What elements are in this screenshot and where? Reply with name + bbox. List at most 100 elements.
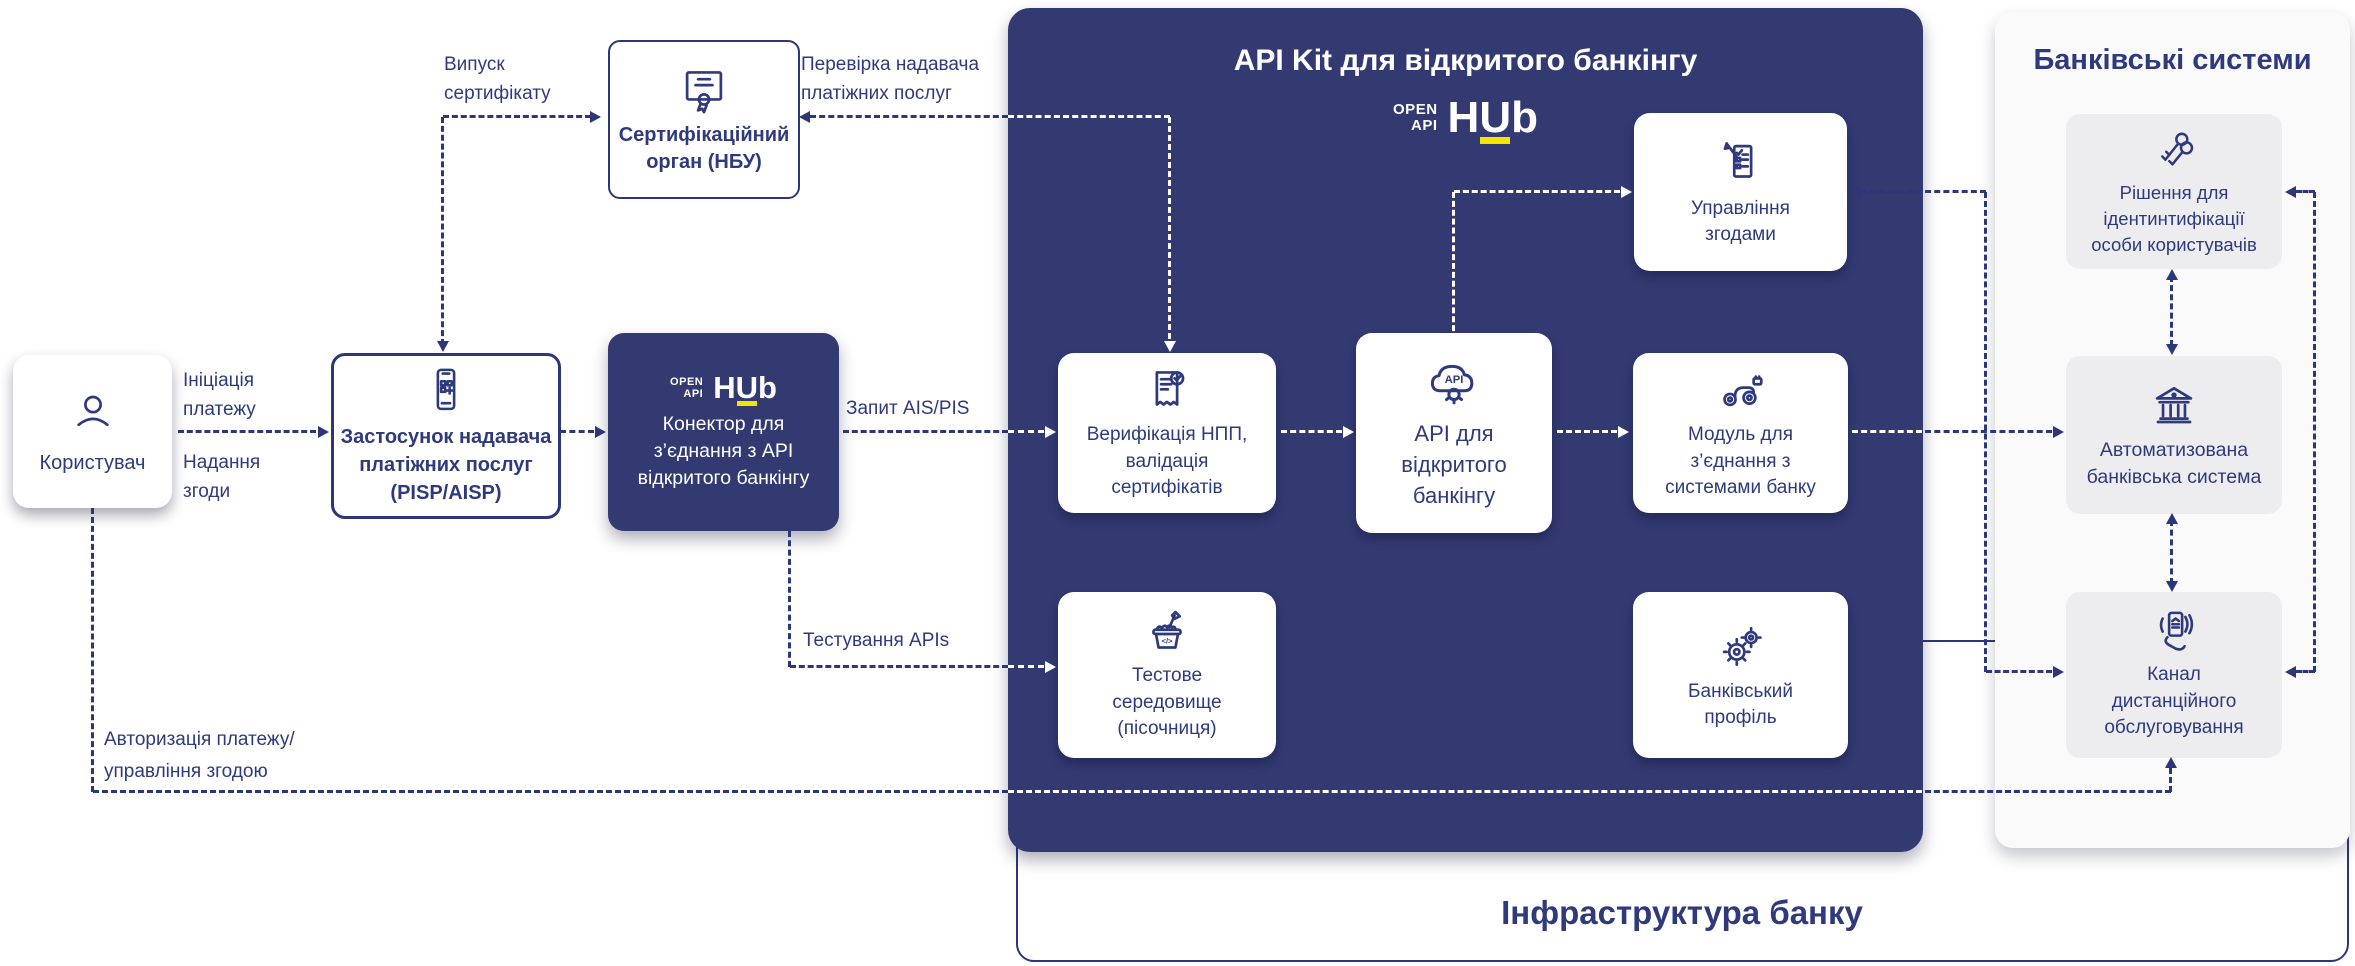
connector-provider-check-down xyxy=(1168,117,1171,339)
receipt-check-icon xyxy=(1155,371,1185,407)
connector-module-abs xyxy=(1925,430,2052,433)
arrowhead xyxy=(1343,426,1354,438)
sandbox-line: середовище xyxy=(1112,691,1222,713)
connector-verif-api xyxy=(1281,430,1342,433)
arrowhead xyxy=(2053,666,2064,678)
connector-testing-h xyxy=(790,665,1008,668)
module-line: Модуль для xyxy=(1687,424,1794,446)
hub-mark: HUb xyxy=(1447,93,1538,144)
connector-identity-channel-h2 xyxy=(2296,670,2315,673)
arrowhead xyxy=(1621,186,1632,198)
connector-app-hub xyxy=(560,430,594,433)
api-cloud-icon: API xyxy=(1430,364,1474,404)
connector-abs-channel xyxy=(2170,520,2173,584)
connector-user-app xyxy=(178,430,316,433)
connector-consent-channel-v xyxy=(1984,192,1987,672)
api-node-line: відкритого xyxy=(1401,451,1507,477)
abs-node: Автоматизована банківська система xyxy=(2066,356,2282,514)
cable-gears-icon xyxy=(1722,375,1763,407)
certificate-icon xyxy=(685,70,723,113)
ais-pis-request-label: Запит AIS/PIS xyxy=(846,398,970,419)
gears-icon xyxy=(1722,626,1762,666)
connector-cert-issue-h xyxy=(443,115,591,118)
arrowhead xyxy=(595,426,606,438)
connector-consent-channel-h1 xyxy=(1861,190,1986,193)
verification-node: Верифікація НПП, валідація сертифікатів xyxy=(1058,353,1276,513)
connector-line: Конектор для xyxy=(662,413,785,435)
arrowhead xyxy=(1618,426,1629,438)
user-node: Користувач xyxy=(13,355,172,508)
channel-line: дистанційного xyxy=(2111,690,2237,712)
connector-identity-abs xyxy=(2170,276,2173,346)
abs-line: Автоматизована xyxy=(2099,439,2249,461)
arrowhead xyxy=(437,341,449,352)
connector-line: відкритого банкінгу xyxy=(637,467,810,489)
cert-authority-line: Сертифікаційний xyxy=(618,123,790,146)
arrowhead xyxy=(799,111,810,123)
sandbox-line: Тестове xyxy=(1131,665,1203,687)
mobile-banking-hand-icon xyxy=(2159,611,2194,651)
bank-profile-line: профіль xyxy=(1704,707,1777,728)
identity-solution-node: Рішення для ідентинтифікації особи корис… xyxy=(2066,114,2282,269)
arrowhead xyxy=(2166,581,2178,592)
abs-line: банківська система xyxy=(2086,466,2262,488)
identity-line: особи користувачів xyxy=(2091,233,2257,255)
sandbox-node: </> Тестове середовище (пісочниця) xyxy=(1058,592,1276,758)
connector-cert-issue-v xyxy=(441,117,444,345)
api-icon-text: API xyxy=(1445,374,1464,386)
psp-app-line: (PISP/AISP) xyxy=(390,482,502,504)
connector-api-consent-h xyxy=(1454,190,1620,193)
connector-api-consent-v xyxy=(1452,192,1455,340)
consent-line: Управління xyxy=(1691,197,1790,219)
code-glyph: </> xyxy=(1162,637,1174,646)
consent-checklist-pen-icon xyxy=(1723,141,1752,178)
module-line: з’єднання з xyxy=(1690,450,1791,472)
hub-mark: HUb xyxy=(713,370,777,406)
verification-line: сертифікатів xyxy=(1111,477,1223,499)
cert-authority-node: Сертифікаційний орган (НБУ) xyxy=(608,40,800,199)
api-node-line: банкінгу xyxy=(1412,482,1496,508)
verification-line: валідація xyxy=(1125,450,1209,472)
connector-ais-pis xyxy=(843,430,1008,433)
bank-systems-title: Банківські системи xyxy=(2033,44,2312,76)
connector-module-abs-inner xyxy=(1852,430,1922,433)
arrowhead xyxy=(318,426,329,438)
verification-line: Верифікація НПП, xyxy=(1086,424,1248,446)
identity-line: ідентинтифікації xyxy=(2103,207,2245,229)
channel-line: обслуговування xyxy=(2104,717,2244,739)
channel-line: Канал xyxy=(2147,664,2201,686)
connector-auth-h2 xyxy=(1008,790,1922,793)
arrowhead xyxy=(2166,269,2178,280)
bank-profile-line: Банківський xyxy=(1688,680,1793,702)
arrowhead xyxy=(1045,661,1056,673)
remote-channel-node: Канал дистанційного обслуговування xyxy=(2066,592,2282,758)
bank-profile-node: Банківський профіль xyxy=(1633,592,1848,758)
connector-line: з’єднання з API xyxy=(653,440,794,462)
psp-app-node: Застосунок надавача платіжних послуг (PI… xyxy=(331,353,561,519)
api-kit-title: API Kit для відкритого банкінгу xyxy=(1233,44,1698,77)
psp-app-phone-icon xyxy=(436,368,456,411)
connector-auth-v xyxy=(91,508,94,792)
connector-auth-h3 xyxy=(1925,790,2171,793)
open-banking-api-node: API API для відкритого банкінгу xyxy=(1356,333,1552,533)
user-label: Користувач xyxy=(39,452,146,475)
connector-testing-v xyxy=(788,531,791,667)
connector-consent-channel-h2 xyxy=(1986,670,2052,673)
arrowhead xyxy=(2285,186,2296,198)
arrowhead xyxy=(590,111,601,123)
connector-identity-channel-v xyxy=(2313,192,2316,672)
connector-api-module xyxy=(1557,430,1617,433)
arrowhead xyxy=(2165,757,2177,768)
connector-auth-up xyxy=(2169,768,2172,792)
connector-identity-channel-h1 xyxy=(2296,190,2315,193)
connector-ais-pis-inner xyxy=(1008,430,1044,433)
api-node-line: API для xyxy=(1414,420,1494,446)
arrowhead xyxy=(1448,342,1460,353)
consent-line: згодами xyxy=(1705,224,1776,245)
arrowhead xyxy=(1164,341,1176,352)
